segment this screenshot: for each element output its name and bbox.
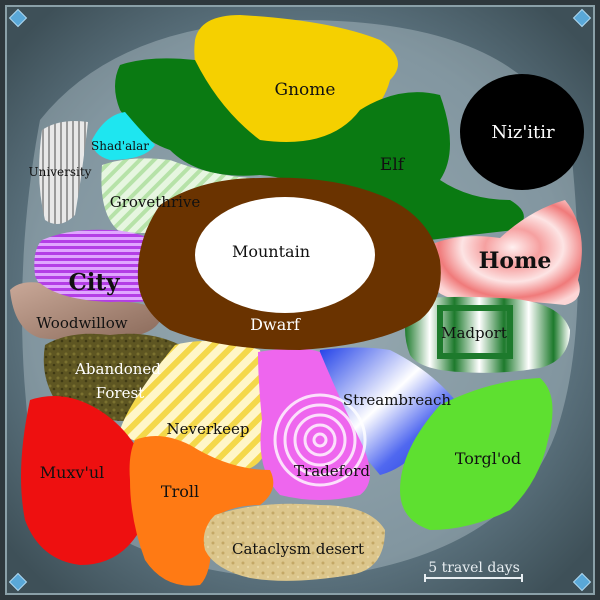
label-home: Home — [479, 248, 552, 274]
label-university: University — [29, 165, 92, 179]
region-woodwillow[interactable] — [10, 282, 162, 340]
region-gnome[interactable] — [194, 15, 398, 150]
label-cataclysm-desert: Cataclysm desert — [232, 540, 364, 558]
label-torglod: Torgl'od — [455, 449, 521, 468]
frame-border — [5, 5, 595, 595]
label-dwarf: Dwarf — [250, 315, 301, 334]
label-neverkeep: Neverkeep — [167, 420, 250, 438]
region-home[interactable] — [427, 200, 582, 305]
region-niz-itir[interactable] — [460, 74, 584, 190]
label-gnome: Gnome — [275, 80, 336, 100]
label-woodwillow: Woodwillow — [36, 314, 127, 332]
region-troll[interactable] — [129, 436, 274, 586]
region-city[interactable] — [34, 229, 169, 303]
region-tradeford[interactable] — [258, 348, 370, 501]
region-mountain[interactable] — [195, 197, 375, 313]
label-tradeford: Tradeford — [294, 462, 370, 480]
label-city: City — [68, 269, 120, 296]
region-shadalar[interactable] — [92, 112, 155, 160]
region-torglod[interactable] — [400, 378, 553, 530]
region-cataclysm-desert[interactable] — [203, 503, 385, 581]
label-abandoned-forest-line1: Abandoned — [74, 360, 161, 378]
label-mountain: Mountain — [232, 242, 310, 261]
label-shadalar: Shad'alar — [91, 139, 149, 153]
madport-inner — [437, 305, 513, 359]
scale-bar — [424, 574, 523, 582]
corner-gem-icon — [8, 8, 592, 592]
label-muxvul: Muxv'ul — [40, 463, 105, 482]
label-abandoned-forest: Abandoned Forest — [74, 360, 161, 402]
label-madport: Madport — [441, 324, 507, 342]
region-university[interactable] — [39, 121, 88, 224]
label-abandoned-forest-line2: Forest — [96, 384, 144, 402]
label-grovethrive: Grovethrive — [110, 193, 201, 211]
label-streambreach: Streambreach — [343, 391, 452, 409]
label-troll: Troll — [161, 482, 199, 501]
scale-label: 5 travel days — [428, 560, 520, 576]
label-elf: Elf — [380, 155, 406, 175]
region-elf[interactable] — [115, 58, 524, 244]
region-muxvul[interactable] — [21, 396, 145, 565]
label-niz-itir: Niz'itir — [491, 122, 555, 143]
